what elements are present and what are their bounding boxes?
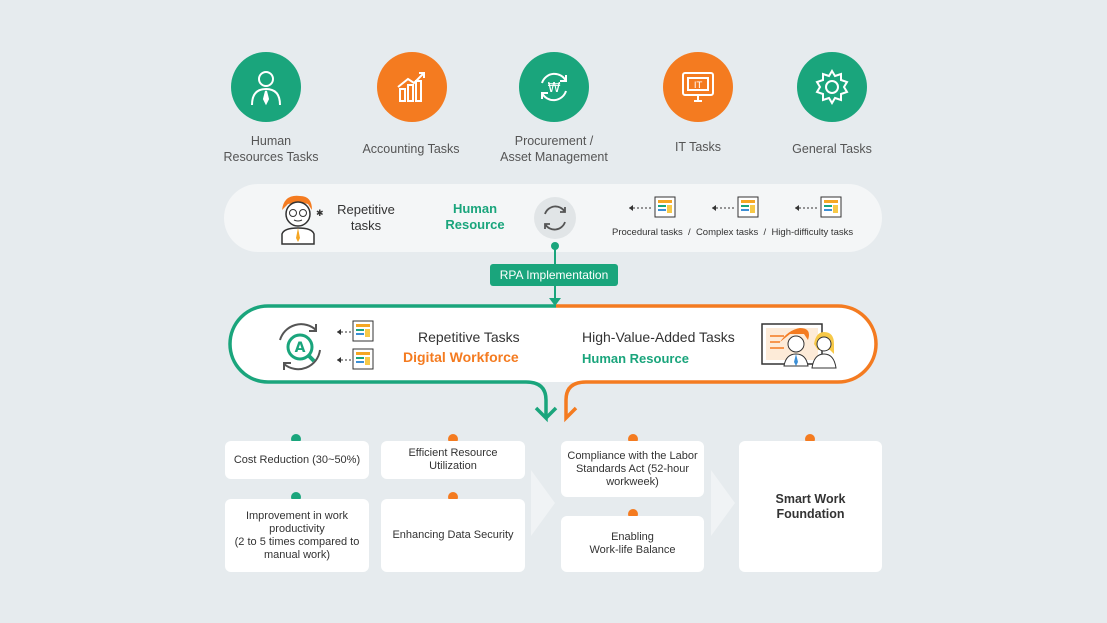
digital-workforce-icon: A bbox=[279, 323, 321, 371]
chevron-right-icon bbox=[531, 470, 555, 536]
category-label: Accounting Tasks bbox=[362, 142, 460, 156]
category-label: IT Tasks bbox=[674, 140, 722, 154]
document-icon bbox=[795, 196, 842, 218]
accounting-category-icon bbox=[377, 52, 447, 122]
team-presentation-icon bbox=[761, 323, 837, 369]
category-label: Human Resources Tasks bbox=[223, 134, 319, 164]
svg-text:IT: IT bbox=[694, 81, 703, 91]
rpa-implementation-badge: RPA Implementation bbox=[490, 264, 618, 286]
benefit-box: Enhancing Data Security bbox=[381, 499, 525, 572]
general-category-icon bbox=[797, 52, 867, 122]
task-types-label: Procedural tasks / Complex tasks / High-… bbox=[612, 227, 854, 238]
bullet-dot bbox=[291, 492, 301, 502]
bullet-dot bbox=[628, 434, 638, 444]
category-label: Procurement / Asset Management bbox=[500, 134, 608, 164]
svg-text:₩: ₩ bbox=[548, 81, 561, 96]
bullet-dot bbox=[448, 434, 458, 444]
human-resource-label: Human Resource bbox=[445, 201, 505, 232]
procurement-category-icon: ₩ bbox=[519, 52, 589, 122]
human-resource-title: Human Resource bbox=[582, 351, 689, 366]
it-category-icon: IT bbox=[663, 52, 733, 122]
stressed-worker-icon: ✱ bbox=[281, 195, 324, 245]
document-icon bbox=[712, 196, 759, 218]
benefit-box: Efficient Resource Utilization bbox=[381, 441, 525, 479]
benefit-box: Improvement in work productivity (2 to 5… bbox=[225, 499, 369, 572]
benefit-box: Compliance with the Labor Standards Act … bbox=[561, 441, 704, 497]
smart-work-box: Smart Work Foundation bbox=[739, 441, 882, 572]
bullet-dot bbox=[805, 434, 815, 444]
cycle-icon bbox=[534, 197, 576, 239]
document-icon bbox=[629, 196, 676, 218]
svg-text:A: A bbox=[295, 340, 306, 356]
bullet-dot bbox=[291, 434, 301, 444]
benefit-box: Enabling Work-life Balance bbox=[561, 516, 704, 572]
bullet-dot bbox=[448, 492, 458, 502]
repetitive-tasks-label: Repetitive tasks bbox=[337, 202, 395, 233]
benefit-box: Cost Reduction (30~50%) bbox=[225, 441, 369, 479]
documents-icon bbox=[337, 320, 374, 370]
high-value-tasks-title: High-Value-Added Tasks bbox=[582, 329, 735, 345]
hr-category-icon bbox=[231, 52, 301, 122]
digital-workforce-title: Digital Workforce bbox=[403, 349, 519, 365]
svg-text:✱: ✱ bbox=[316, 209, 324, 219]
repetitive-tasks-title: Repetitive Tasks bbox=[418, 329, 520, 345]
category-label: General Tasks bbox=[792, 142, 872, 156]
bullet-dot bbox=[628, 509, 638, 519]
chevron-right-icon bbox=[711, 470, 735, 536]
